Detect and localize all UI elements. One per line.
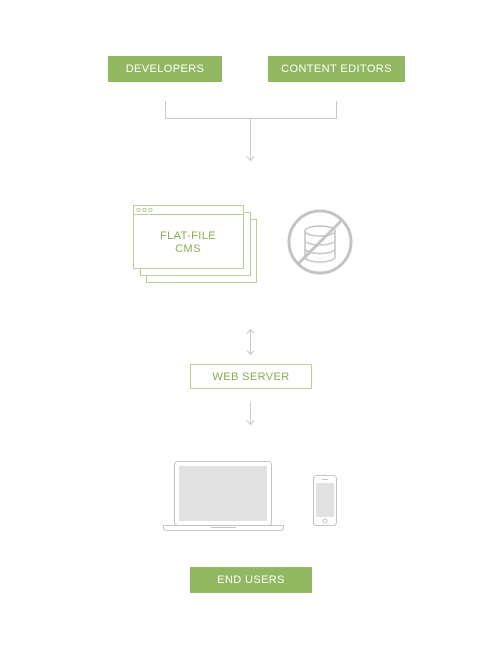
- cms-label-line1: FLAT-FILE: [160, 230, 216, 242]
- arrow-up-down-icon: [246, 328, 255, 356]
- web-server-box: WEB SERVER: [190, 364, 312, 389]
- developers-box: DEVELOPERS: [108, 56, 222, 82]
- arrow-down-icon: [246, 402, 255, 426]
- cms-label-line2: CMS: [175, 243, 201, 255]
- content-editors-label: CONTENT EDITORS: [281, 63, 392, 75]
- arrow-down-icon: [246, 118, 255, 162]
- end-users-label: END USERS: [217, 574, 285, 586]
- cms-label: FLAT-FILE CMS: [133, 230, 243, 256]
- content-editors-box: CONTENT EDITORS: [268, 56, 405, 82]
- web-server-label: WEB SERVER: [212, 370, 290, 383]
- developers-label: DEVELOPERS: [125, 63, 205, 75]
- end-users-box: END USERS: [190, 567, 312, 593]
